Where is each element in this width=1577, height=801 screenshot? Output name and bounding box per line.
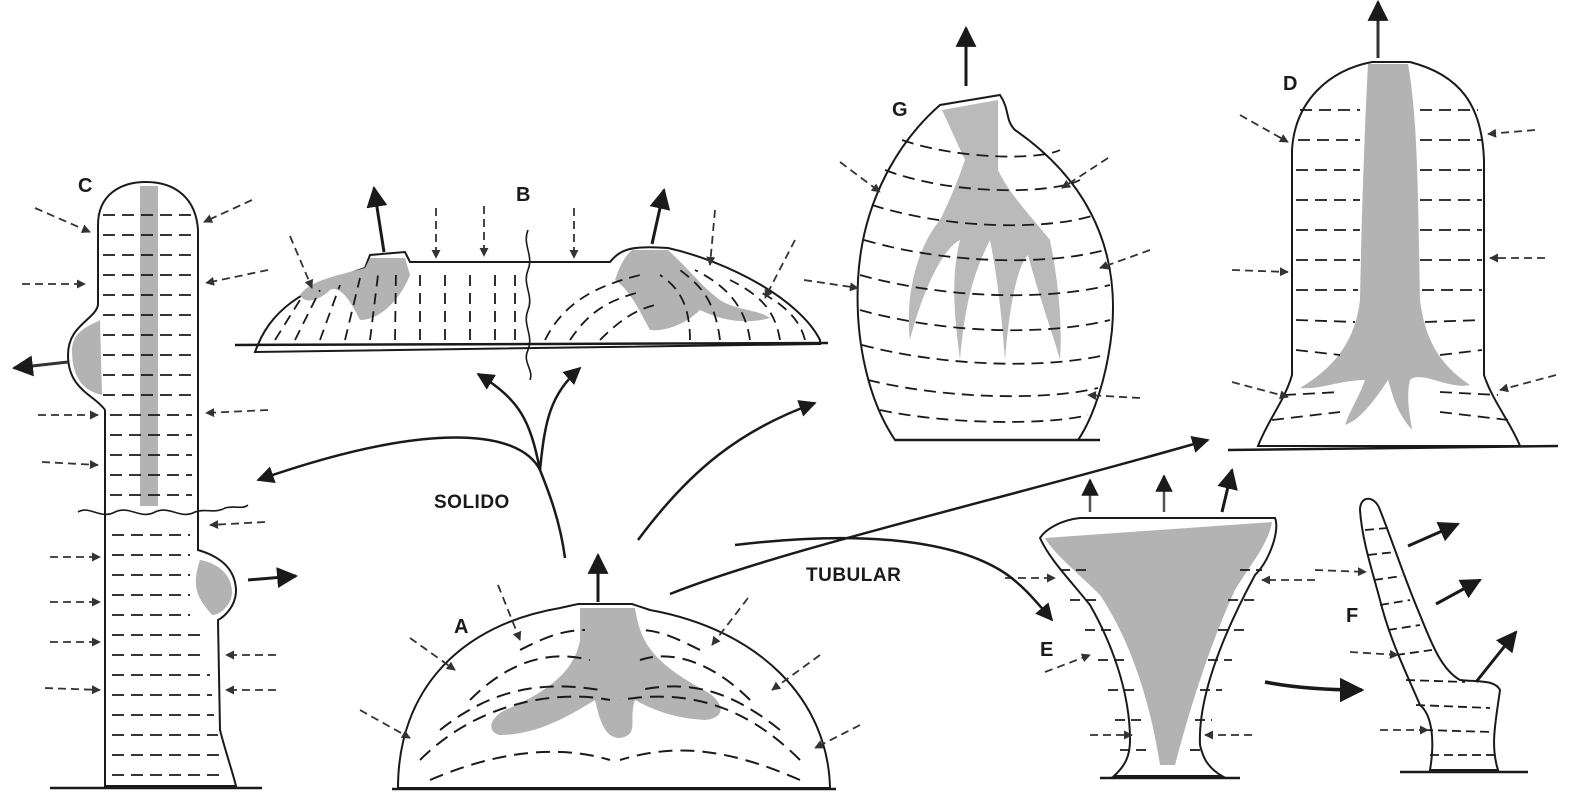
label-g: G [892,100,908,120]
label-a: A [454,617,468,637]
arrow-a-to-g [638,403,815,540]
form-b-outline [255,247,820,352]
form-c [14,182,296,788]
form-c-growth-arrow-right [248,576,296,580]
label-tubular-branch: TUBULAR [806,566,901,585]
label-b: B [516,185,530,205]
label-solid-branch: SOLIDO [434,493,510,512]
form-e-growth-arrow-right [1222,470,1232,512]
form-d [1228,2,1558,450]
form-f [1315,499,1528,772]
form-c-growth-axis [140,186,158,506]
form-b-growth-arrow-right [652,190,664,244]
form-e [1005,470,1315,778]
label-e: E [1040,640,1053,660]
arrow-e-to-f [1265,682,1362,690]
form-b-growth-arrow-left [374,188,384,252]
form-f-growth-arrow-1 [1408,524,1458,546]
label-c: C [78,176,92,196]
label-d: D [1283,74,1297,94]
form-b [235,188,828,380]
form-g [804,28,1150,440]
form-e-growth-zone [1045,522,1272,765]
form-f-growth-arrow-2 [1436,580,1480,604]
form-f-growth-arrow-3 [1476,632,1516,682]
form-c-growth-arrow-left [14,362,68,368]
form-a [360,555,860,789]
arrow-solid-to-b-right [540,368,580,470]
label-f: F [1346,606,1358,626]
arrow-solid-to-b-left [478,374,540,470]
arrow-a-to-solid-trunk [258,438,565,559]
